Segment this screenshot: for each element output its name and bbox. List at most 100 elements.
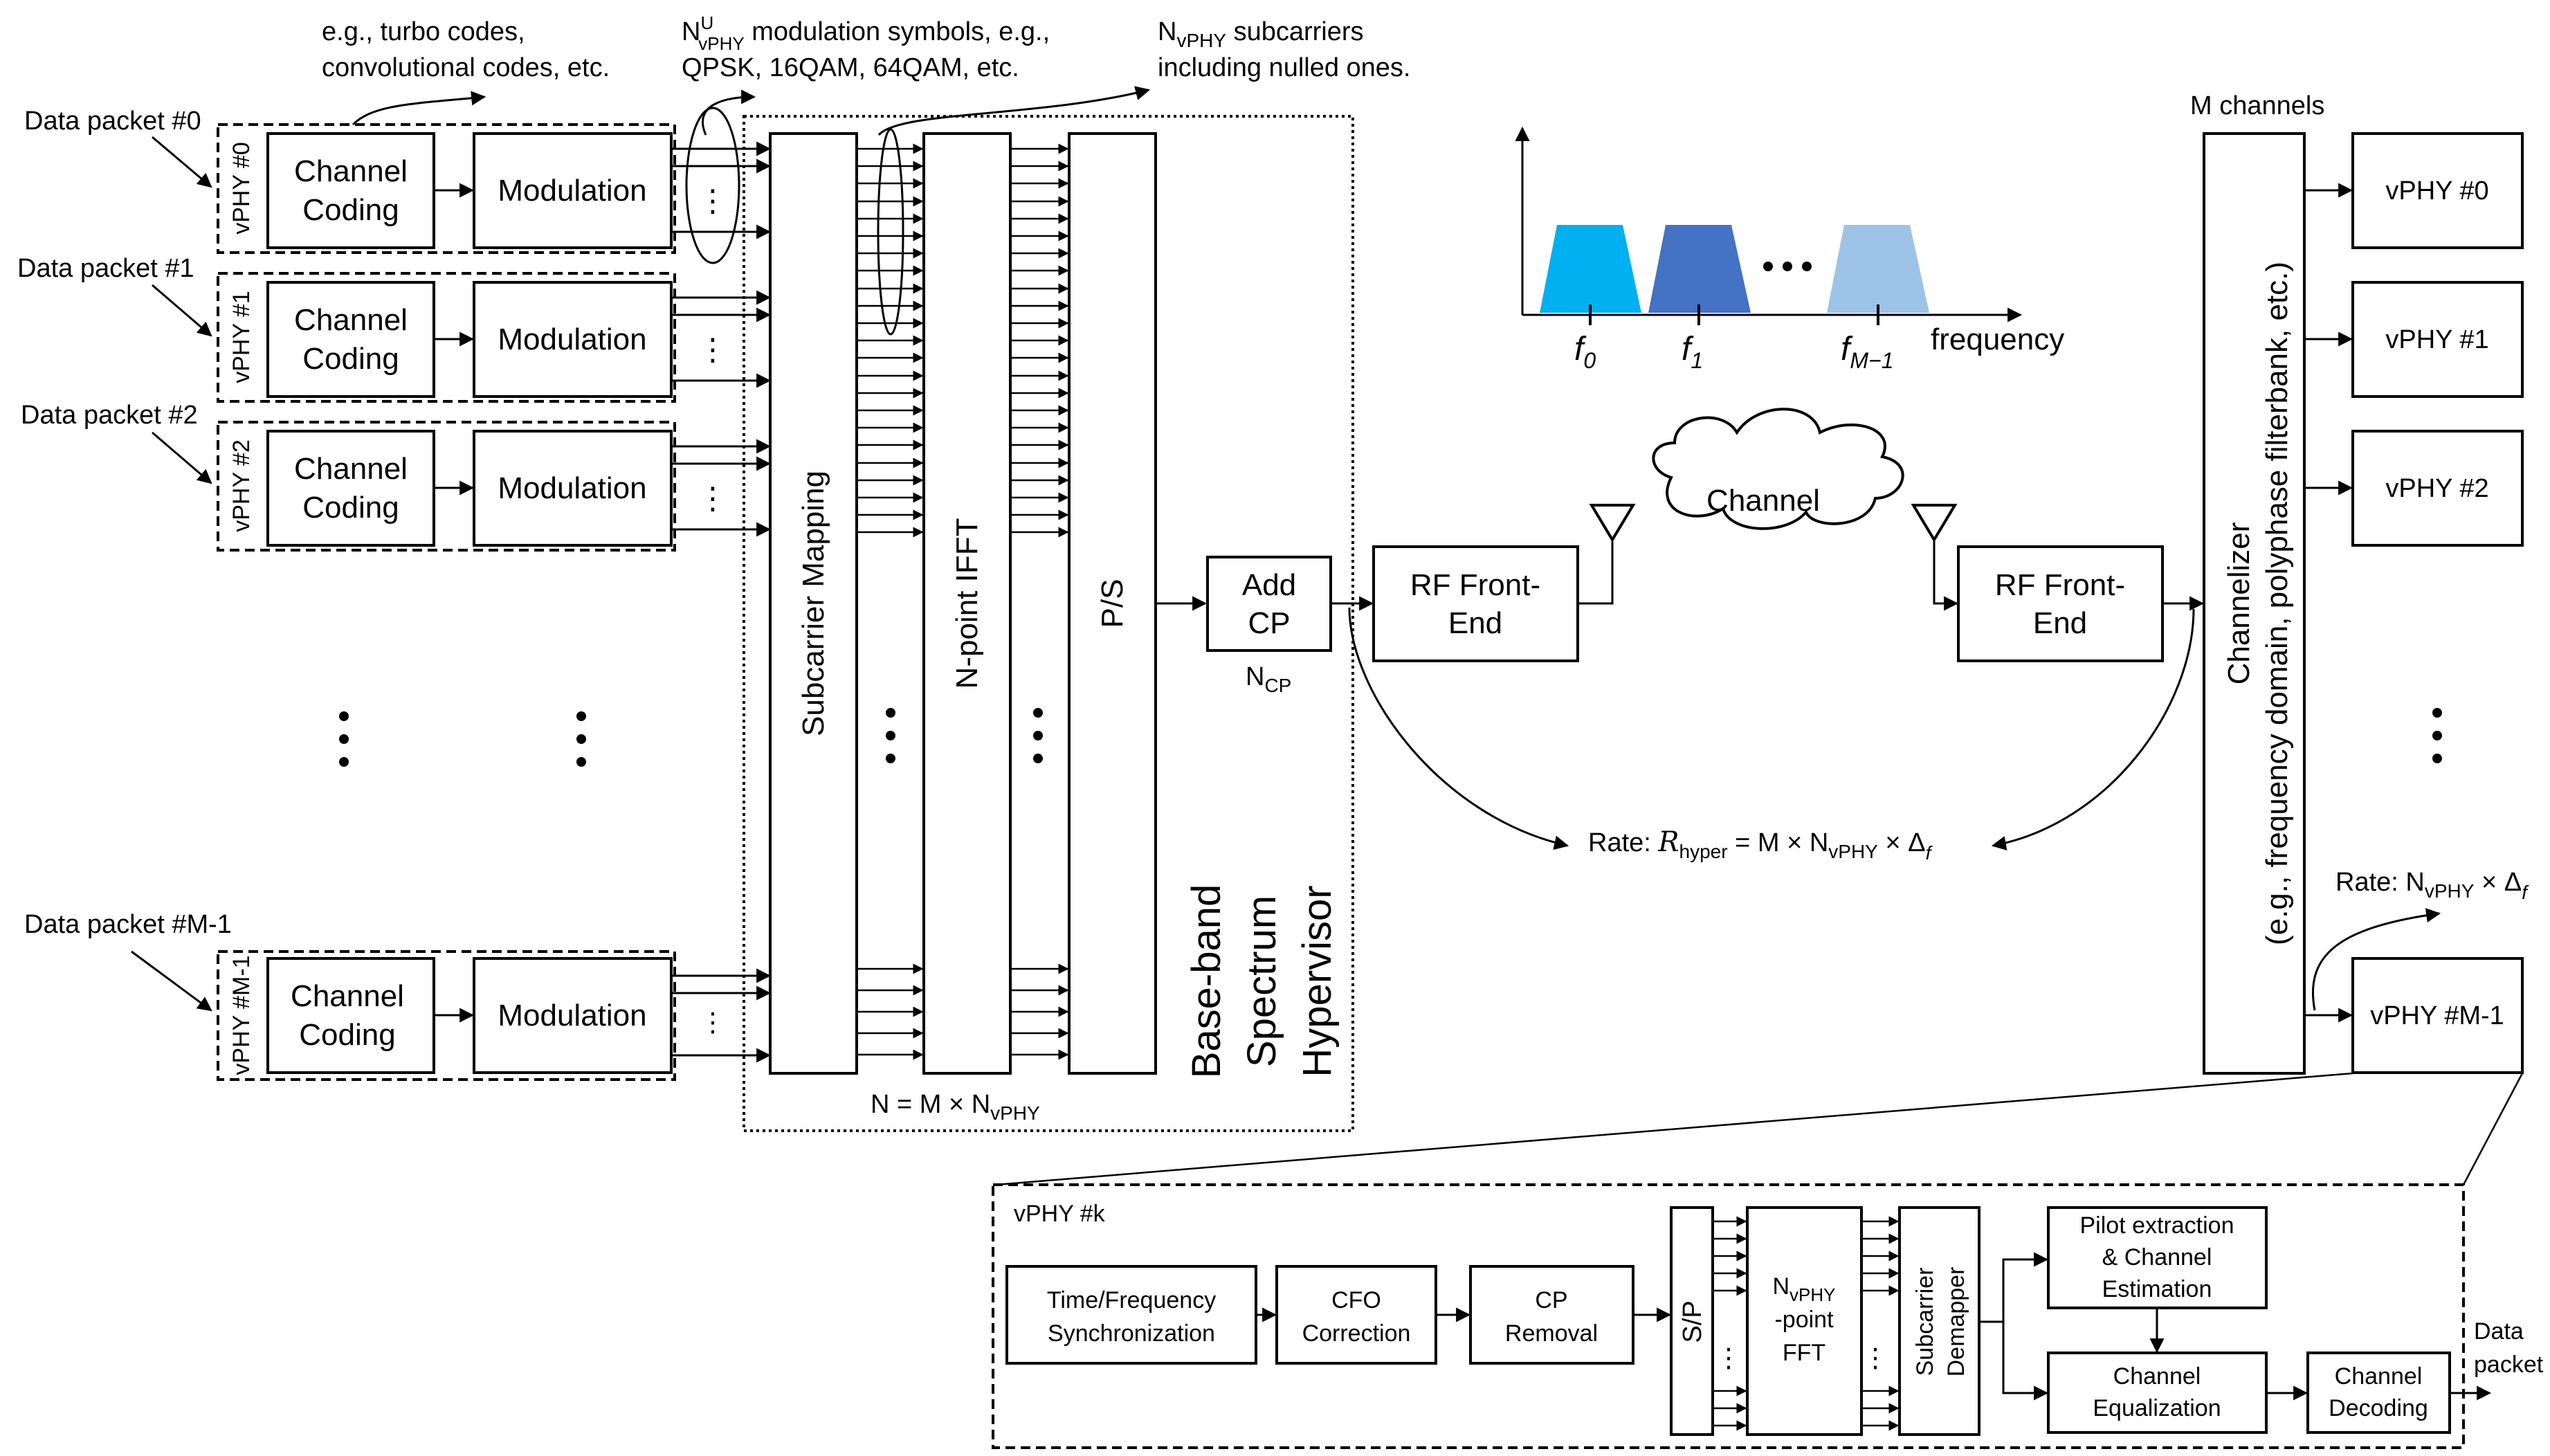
- svg-text:Channel: Channel: [2335, 1363, 2423, 1390]
- channel-cloud: [1652, 408, 1904, 530]
- svg-text:convolutional codes, etc.: convolutional codes, etc.: [322, 53, 610, 82]
- svg-text:NvPHY subcarriers: NvPHY subcarriers: [1158, 17, 1364, 51]
- hypervisor-box: [743, 115, 1354, 1132]
- channelizer-block: [2203, 132, 2306, 1075]
- data-packet-label: Data packet #1: [17, 254, 194, 283]
- modulation-block: [473, 430, 673, 547]
- sp-block: [1670, 1206, 1714, 1436]
- svg-text:Removal: Removal: [1505, 1320, 1598, 1347]
- svg-text:Hypervisor: Hypervisor: [1295, 885, 1340, 1077]
- tx-rf-front-end: [1372, 545, 1579, 662]
- spectrum-plot: f0 f1 fM−1 frequency: [1515, 126, 2064, 373]
- svg-text:⋮: ⋮: [1715, 1344, 1742, 1373]
- channel-coding-block: [266, 430, 435, 547]
- out-vphy-2: [2351, 430, 2524, 547]
- svg-text:Correction: Correction: [1302, 1320, 1411, 1347]
- svg-text:Time/Frequency: Time/Frequency: [1047, 1287, 1216, 1313]
- modulation-block: [473, 281, 673, 398]
- svg-text:End: End: [2033, 606, 2087, 640]
- subcarrier-mapping-block: [769, 132, 858, 1075]
- vphy-row-0: Data packet #0 vPHY #0 Channel Coding Mo…: [24, 107, 772, 254]
- svg-text:Channel: Channel: [1706, 484, 1820, 518]
- ps-block: [1068, 132, 1157, 1075]
- subcarriers-ellipse: [877, 128, 904, 336]
- svg-text:Pilot extraction: Pilot extraction: [2080, 1212, 2234, 1239]
- svg-text:⋮: ⋮: [700, 1008, 726, 1037]
- equalization-block: [2047, 1352, 2268, 1434]
- svg-text:packet: packet: [2474, 1352, 2544, 1378]
- vphy-group-box: [217, 421, 676, 552]
- pilot-estimation-block: [2047, 1206, 2268, 1309]
- svg-text:Channel: Channel: [2113, 1363, 2201, 1390]
- vphy-label: vPHY #M-1: [228, 955, 255, 1075]
- fft-block: [1746, 1206, 1863, 1436]
- svg-text:⋮: ⋮: [698, 184, 728, 218]
- svg-text:⋮: ⋮: [698, 482, 728, 516]
- packet-arrow: [152, 136, 212, 188]
- channel-coding-block: [266, 281, 435, 398]
- svg-text:e.g., turbo codes,: e.g., turbo codes,: [322, 17, 525, 46]
- svg-text:CFO: CFO: [1331, 1287, 1381, 1313]
- rx-antenna-icon: [1911, 504, 1958, 543]
- vphy-group-box: [217, 123, 676, 254]
- svg-text:QPSK, 16QAM, 64QAM, etc.: QPSK, 16QAM, 64QAM, etc.: [682, 53, 1019, 82]
- band-f0: [1540, 225, 1641, 313]
- band-fm1: [1827, 225, 1929, 313]
- svg-text:-point: -point: [1774, 1307, 1834, 1333]
- symbols-note-arrow: [701, 89, 756, 136]
- subcarriers-note: NvPHY subcarriers including nulled ones.: [1158, 17, 1411, 82]
- subcarriers-note-arrow: [877, 86, 1151, 136]
- tx-antenna-icon: [1589, 504, 1636, 543]
- svg-text:Decoding: Decoding: [2329, 1395, 2428, 1421]
- svg-text:f1: f1: [1682, 331, 1703, 373]
- svg-text:vPHY #M-1: vPHY #M-1: [2370, 1001, 2504, 1030]
- svg-text:Coding: Coding: [302, 491, 399, 525]
- svg-text:Coding: Coding: [302, 193, 399, 227]
- svg-text:⋮: ⋮: [1862, 1344, 1888, 1373]
- svg-text:vPHY #0: vPHY #0: [2385, 176, 2488, 206]
- out-vphy-1: [2351, 281, 2524, 398]
- n-equation: N = M × NvPHY: [871, 1090, 1040, 1124]
- vphy-row-2: Data packet #2 vPHY #2 Channel Coding Mo…: [21, 401, 772, 552]
- vphy-row-m1: Data packet #M-1 vPHY #M-1 Channel Codin…: [24, 910, 772, 1081]
- svg-text:⋮: ⋮: [698, 333, 728, 367]
- out-vphy-0: [2351, 132, 2524, 249]
- svg-text:Subcarrier Mapping: Subcarrier Mapping: [796, 471, 830, 736]
- modulation-block: [473, 132, 673, 249]
- cfo-block: [1275, 1265, 1437, 1365]
- vphy-group-box: [217, 272, 676, 403]
- vphy-label: vPHY #1: [228, 291, 255, 383]
- svg-text:vPHY #2: vPHY #2: [2385, 474, 2488, 503]
- svg-text:Channel: Channel: [294, 452, 408, 486]
- svg-text:End: End: [1448, 606, 1502, 640]
- demapper-block: [1898, 1206, 1980, 1436]
- svg-text:Channel: Channel: [291, 979, 404, 1013]
- vphy-label: vPHY #0: [228, 142, 255, 235]
- svg-text:Spectrum: Spectrum: [1239, 895, 1284, 1067]
- svg-text:Channelizer: Channelizer: [2222, 522, 2256, 685]
- rows-ellipsis: [339, 711, 586, 767]
- svg-text:fM−1: fM−1: [1841, 331, 1893, 373]
- sync-block: [1005, 1265, 1257, 1365]
- svg-text:Equalization: Equalization: [2093, 1395, 2221, 1421]
- mapping-to-ifft-arrows: [857, 143, 924, 1060]
- svg-text:vPHY #1: vPHY #1: [2385, 325, 2488, 354]
- band-f1: [1648, 225, 1751, 313]
- svg-text:Channel: Channel: [294, 303, 408, 337]
- svg-text:Base-band: Base-band: [1184, 884, 1229, 1079]
- svg-text:Channel: Channel: [294, 154, 408, 188]
- data-packet-label: Data packet #2: [21, 401, 198, 430]
- fft-to-demapper-arrows: [1861, 1216, 1900, 1431]
- modulation-block: [473, 957, 673, 1074]
- data-packet-label: Data packet #M-1: [24, 910, 232, 939]
- rx-rf-front-end: [1957, 545, 2164, 662]
- vphy-group-box: [217, 950, 676, 1081]
- svg-text:Modulation: Modulation: [498, 322, 646, 356]
- ifft-block: [922, 132, 1012, 1075]
- channel-coding-block: [266, 957, 435, 1074]
- packet-arrow: [152, 284, 212, 337]
- rate-arc-left: [1348, 607, 1569, 850]
- svg-text:Subcarrier: Subcarrier: [1912, 1268, 1938, 1376]
